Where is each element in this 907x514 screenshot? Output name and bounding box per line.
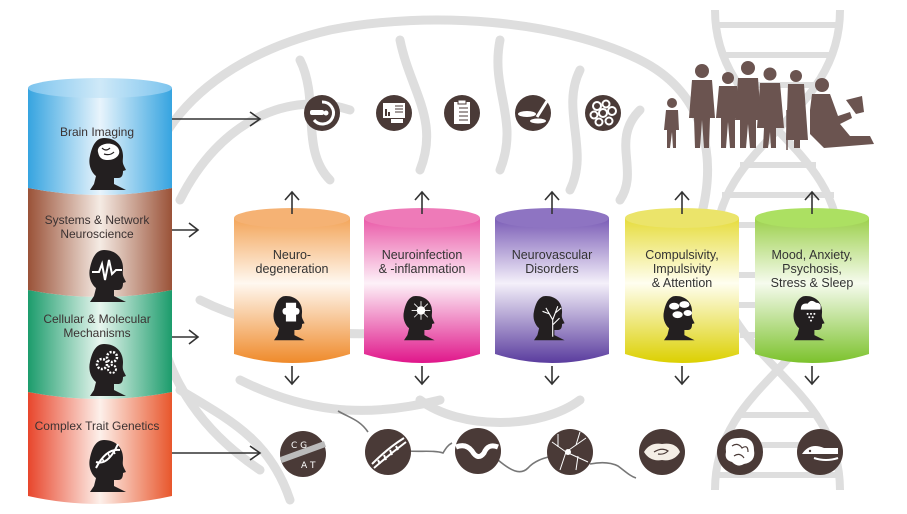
- svg-text:A T: A T: [301, 461, 316, 471]
- computer-chart-icon: [376, 95, 412, 131]
- dna-helix-icon: [365, 429, 411, 475]
- mouse-icon: [797, 429, 843, 475]
- head-gears-icon: [89, 344, 126, 396]
- petri-dish-icon: [515, 95, 551, 131]
- head-vessels-icon: [533, 296, 565, 341]
- dna-letters-icon: C G A T: [279, 431, 327, 477]
- brain-icon: [717, 429, 763, 475]
- domain-cylinder-neurovascular[interactable]: [495, 208, 609, 363]
- stack-label-line: Systems & Network: [44, 213, 150, 227]
- domain-arrows: [284, 190, 820, 386]
- stack-label-brain-imaging: Brain Imaging: [59, 125, 135, 139]
- svg-text:C G: C G: [291, 441, 307, 451]
- domain-cylinder-mood-anxiety[interactable]: [755, 208, 869, 363]
- mri-scanner-icon: [304, 95, 340, 131]
- clipboard-checklist-icon: [444, 95, 480, 131]
- head-dna-icon: [89, 440, 126, 492]
- domain-label-line: & -inflammation: [378, 262, 466, 276]
- cells-cluster-icon: [585, 95, 621, 131]
- stack-layer-green: [28, 290, 172, 399]
- stack-label-line: Mechanisms: [63, 326, 131, 340]
- domain-label-line: Impulsivity: [652, 262, 712, 276]
- stack-top: [28, 78, 172, 98]
- domain-label-neuroinfection: Neuroinfection & -inflammation: [364, 248, 480, 276]
- hippocampus-icon: [639, 429, 685, 475]
- domain-label-line: Compulsivity,: [645, 248, 719, 262]
- stack-label-cellular-molecular: Cellular & Molecular Mechanisms: [22, 312, 172, 340]
- domain-cylinder-neurodegeneration[interactable]: [234, 208, 350, 363]
- domain-label-line: & Attention: [651, 276, 713, 290]
- stack-label-complex-trait-genetics: Complex Trait Genetics: [34, 419, 160, 433]
- head-raincloud-icon: [793, 296, 825, 341]
- stack-arrows: [172, 111, 262, 461]
- head-puzzle-icon: [273, 296, 305, 341]
- head-brain-icon: [89, 138, 126, 190]
- domain-label-line: degeneration: [255, 262, 329, 276]
- domain-label-line: Psychosis,: [782, 262, 842, 276]
- connecting-squiggle: [337, 410, 637, 479]
- domain-cylinder-neuroinfection[interactable]: [364, 208, 480, 363]
- domain-label-line: Neuro-: [272, 248, 312, 262]
- domain-label-mood-anxiety: Mood, Anxiety, Psychosis, Stress & Sleep: [754, 248, 870, 290]
- head-thoughts-icon: [663, 296, 695, 341]
- domain-label-line: Neuroinfection: [381, 248, 463, 262]
- neuron-icon: [547, 429, 593, 475]
- stack-layer-brown: [28, 188, 172, 297]
- stack-label-line: Cellular & Molecular: [43, 312, 151, 326]
- head-signal-icon: [89, 250, 126, 302]
- domain-label-line: Neurovascular: [511, 248, 593, 262]
- domain-label-line: Disorders: [525, 262, 579, 276]
- protein-fold-icon: [455, 428, 501, 474]
- stack-label-systems-network: Systems & Network Neuroscience: [22, 213, 172, 241]
- stack-label-line: Neuroscience: [60, 227, 134, 241]
- domain-label-neurodegeneration: Neuro- degeneration: [234, 248, 350, 276]
- domain-label-compulsivity: Compulsivity, Impulsivity & Attention: [624, 248, 740, 290]
- domain-label-neurovascular: Neurovascular Disorders: [494, 248, 610, 276]
- head-burst-icon: [403, 296, 435, 341]
- domain-label-line: Mood, Anxiety,: [771, 248, 853, 262]
- domain-label-line: Stress & Sleep: [770, 276, 854, 290]
- domain-cylinder-compulsivity[interactable]: [625, 208, 739, 363]
